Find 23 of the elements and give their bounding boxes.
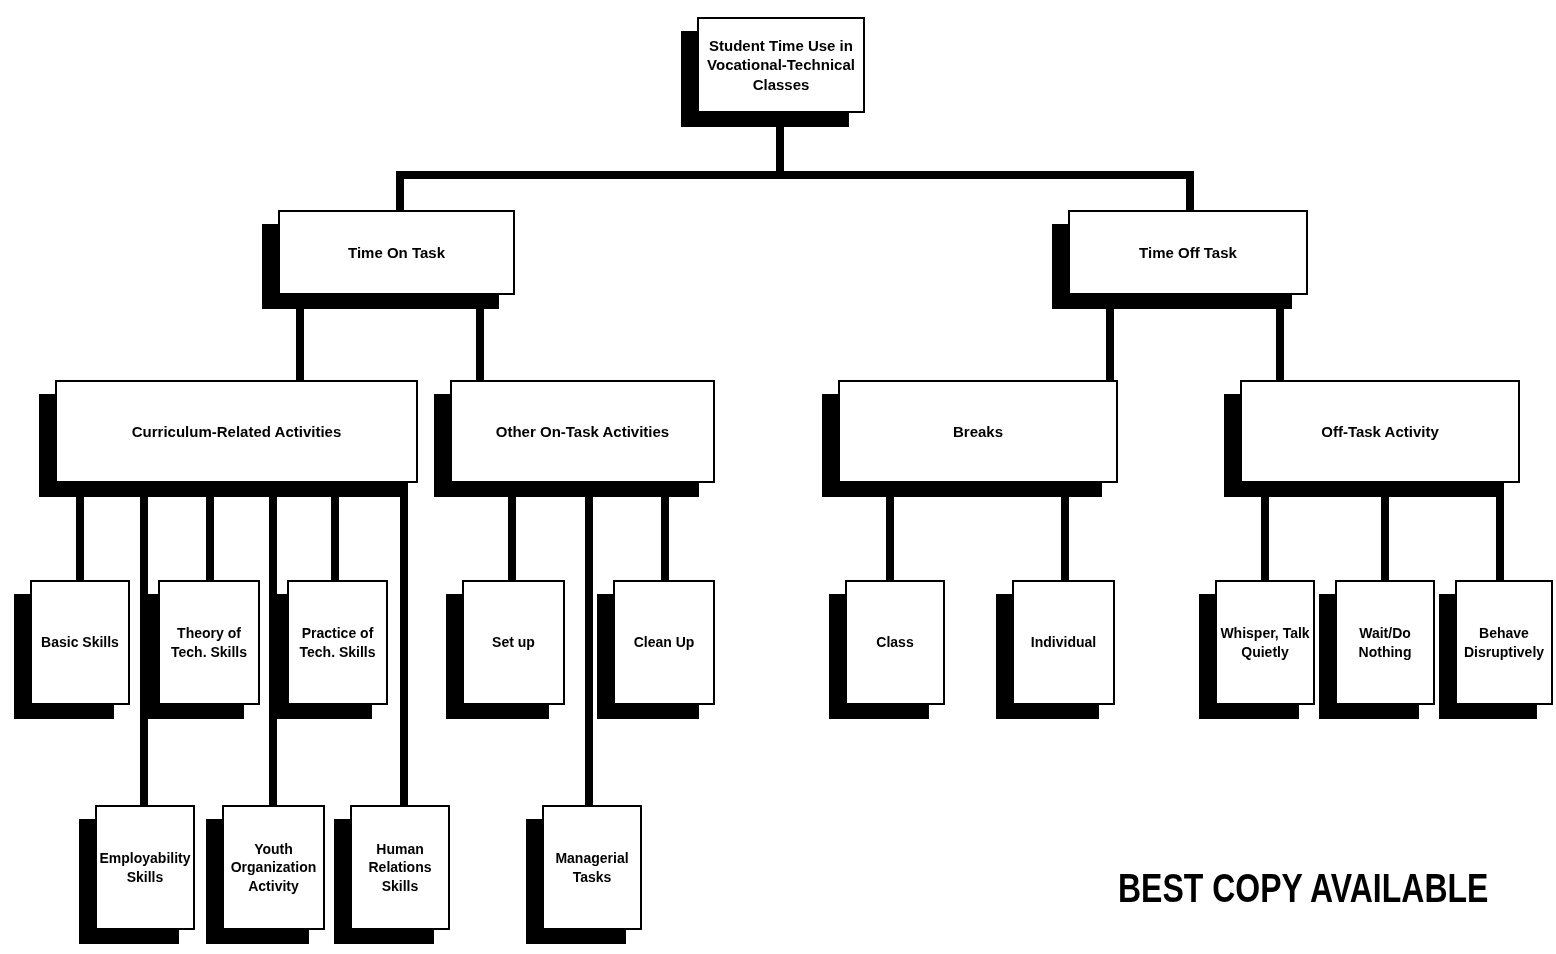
- box-label: Individual: [1030, 633, 1097, 652]
- box-label: Curriculum-Related Activities: [131, 421, 342, 442]
- box-label: Set up: [492, 633, 535, 652]
- box-label: Breaks: [952, 421, 1003, 442]
- box-label: Wait/Do Nothing: [1357, 624, 1413, 661]
- box-label: Time Off Task: [1139, 242, 1237, 263]
- box-label: Youth Organization Activity: [229, 840, 318, 895]
- box-label: Student Time Use in Vocational-Technical Classes: [706, 35, 856, 95]
- stamp-text: BEST COPY AVAILABLE: [1118, 866, 1489, 911]
- box-label: Time On Task: [348, 242, 445, 263]
- box-label: Employability Skills: [99, 849, 191, 886]
- box-label: Theory of Tech. Skills: [170, 624, 248, 661]
- box-label: Human Relations Skills: [367, 840, 433, 895]
- box-label: Basic Skills: [41, 633, 119, 652]
- box-label: Class: [876, 633, 914, 652]
- connector-line: [400, 483, 408, 805]
- box-label: Whisper, Talk Quietly: [1219, 624, 1311, 661]
- box-label: Practice of Tech. Skills: [298, 624, 377, 661]
- box-label: Other On-Task Activities: [495, 421, 670, 442]
- box-label: Off-Task Activity: [1321, 421, 1439, 442]
- box-label: Clean Up: [633, 633, 695, 652]
- box-label: Behave Disruptively: [1462, 624, 1546, 661]
- box-label: Managerial Tasks: [554, 849, 630, 886]
